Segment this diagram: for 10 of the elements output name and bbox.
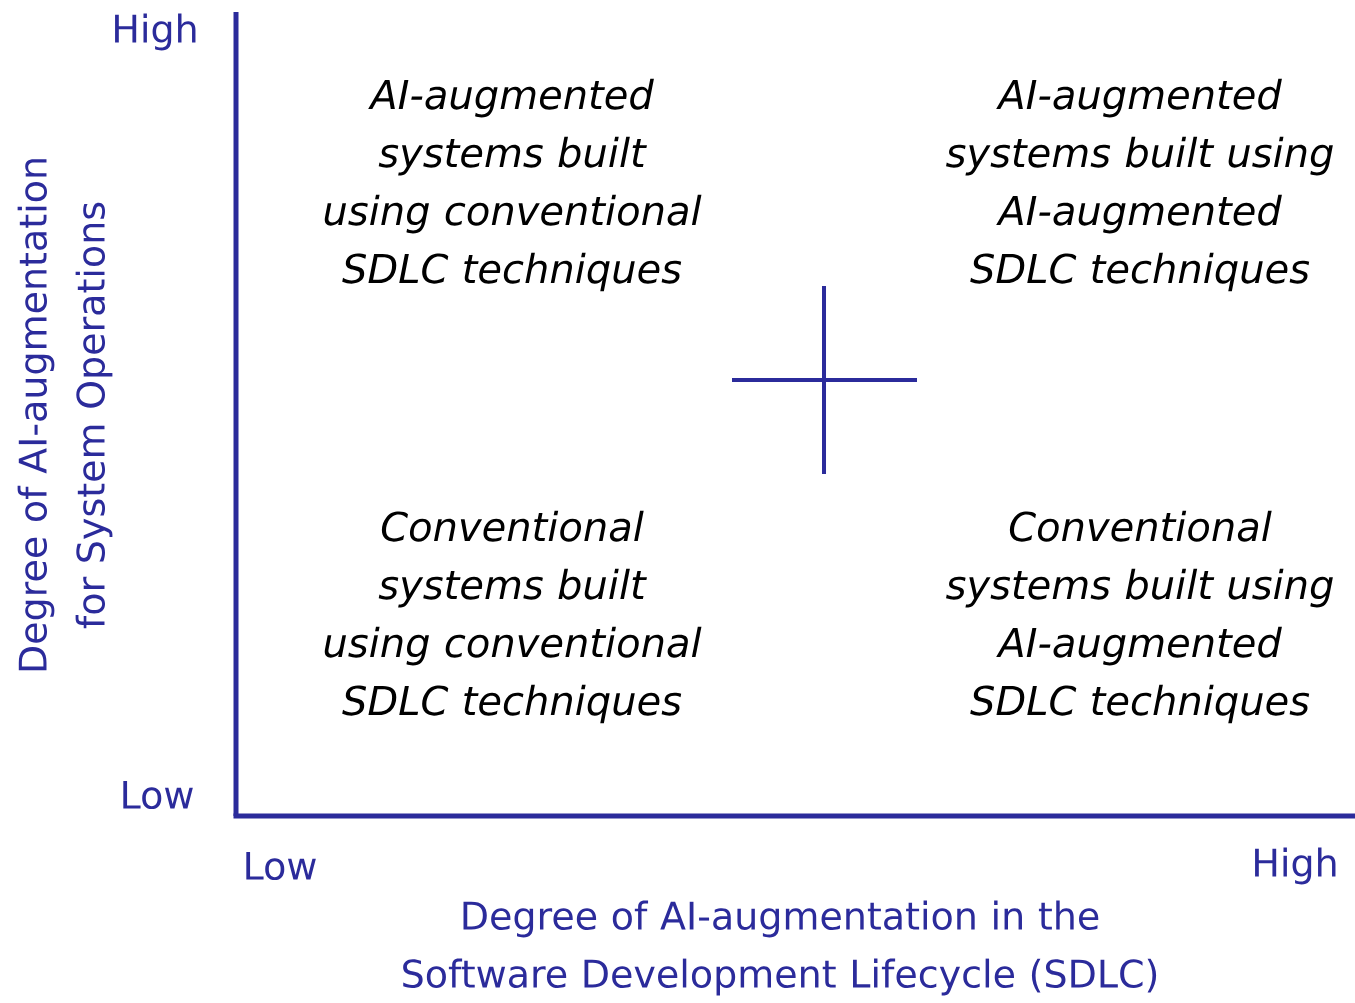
axis-title: Degree of AI-augmentation for System Operations [17, 159, 113, 671]
axis-tick-label: Low [123, 780, 193, 810]
axis-tick-label: High [1255, 847, 1336, 885]
quadrant-text: AI-augmented systems built using AI-augmented SDLC techniques [946, 78, 1333, 292]
quadrant-text: Conventional systems built using AI-augmented SDLC techniques [946, 510, 1333, 724]
axis-tick-label: Low [246, 851, 316, 881]
quadrant-text: AI-augmented systems built using conventional SDLC techniques [324, 78, 702, 292]
axis-tick-label: High [115, 13, 196, 51]
quadrant-text: Conventional systems built using conventional SDLC techniques [324, 510, 702, 724]
axis-title: Degree of AI-augmentation in the Software Development Lifecycle (SDLC) [403, 900, 1157, 996]
